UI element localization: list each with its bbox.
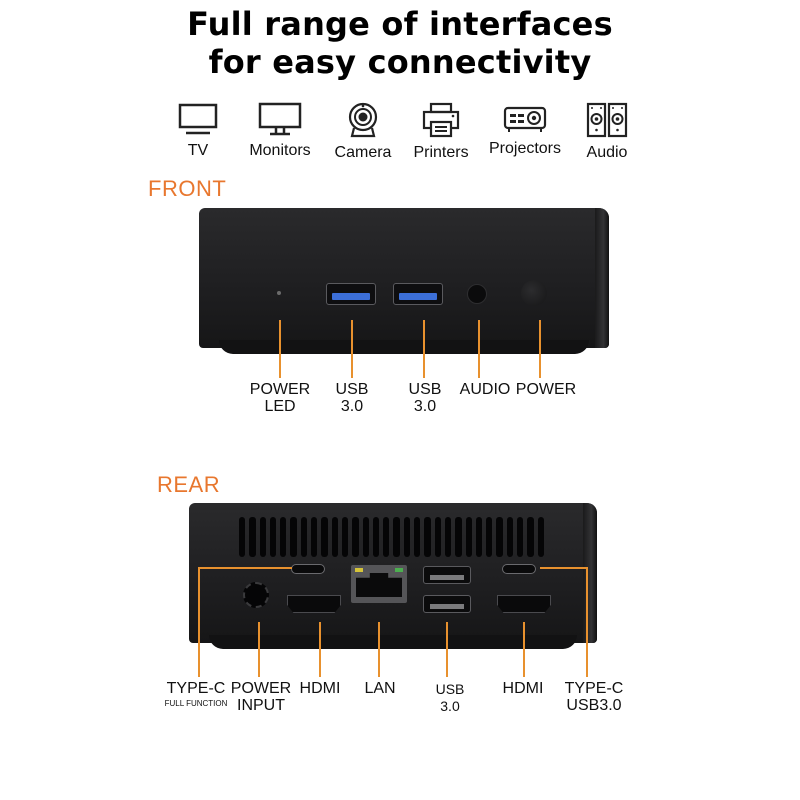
callout-hdmi-2: HDMI [502,680,544,697]
device-projectors: Projectors [480,102,570,158]
callout-line [586,567,588,677]
callout-line [279,320,281,378]
callout-line [198,567,292,569]
front-panel-image [199,208,609,354]
lan-port [351,565,407,603]
usb-port-front-1 [326,283,376,305]
device-tv: TV [153,102,243,160]
device-label: Printers [413,144,469,161]
headline-line-2: for easy connectivity [208,43,592,81]
callout-line [319,622,321,677]
audio-jack [467,284,487,304]
projector-icon [503,106,547,132]
hdmi-port-2 [497,595,551,613]
device-printers: Printers [396,102,486,162]
callout-line [540,567,588,569]
callout-line [446,622,448,677]
headline-line-1: Full range of interfaces [187,5,613,43]
webcam-icon [348,102,378,138]
ventilation-grille [239,517,544,557]
usb-port-rear-1 [423,566,471,584]
device-foot [209,635,577,649]
device-label: TV [187,142,209,159]
device-label: Projectors [488,140,562,157]
hdmi-port-1 [287,595,341,613]
device-label: Audio [586,144,628,161]
callout-line [198,567,200,677]
tv-icon [178,103,218,135]
speaker-icon [586,102,628,138]
callout-power: POWER [515,381,577,398]
callout-line [351,320,353,378]
compatible-devices-row: TV Monitors Camera Printers [0,102,800,172]
usb-c-port-full-function [291,564,325,574]
usb-port-rear-2 [423,595,471,613]
device-edge [595,208,609,348]
usb-c-port-usb3 [502,564,536,574]
power-button [521,280,547,306]
callout-line [478,320,480,378]
rear-section-title: REAR [157,472,221,497]
callout-line [258,622,260,677]
callout-hdmi-1: HDMI [299,680,341,697]
monitor-icon [258,102,302,136]
callout-audio: AUDIO [459,381,511,398]
dc-power-jack [243,582,269,608]
callout-line [423,320,425,378]
device-audio: Audio [562,102,652,162]
device-camera: Camera [318,102,408,162]
front-section-title: FRONT [148,176,227,201]
callout-lan: LAN [364,680,396,697]
callout-line [523,622,525,677]
callout-line [539,320,541,378]
callout-line [378,622,380,677]
device-label: Camera [334,144,392,161]
callout-type-c-full: TYPE-C FULL FUNCTION [164,680,228,708]
device-label: Monitors [249,142,311,159]
power-led [277,291,281,295]
rear-panel-image [189,503,597,649]
usb-port-front-2 [393,283,443,305]
printer-icon [422,102,460,138]
device-monitors: Monitors [235,102,325,160]
device-foot [219,340,589,354]
